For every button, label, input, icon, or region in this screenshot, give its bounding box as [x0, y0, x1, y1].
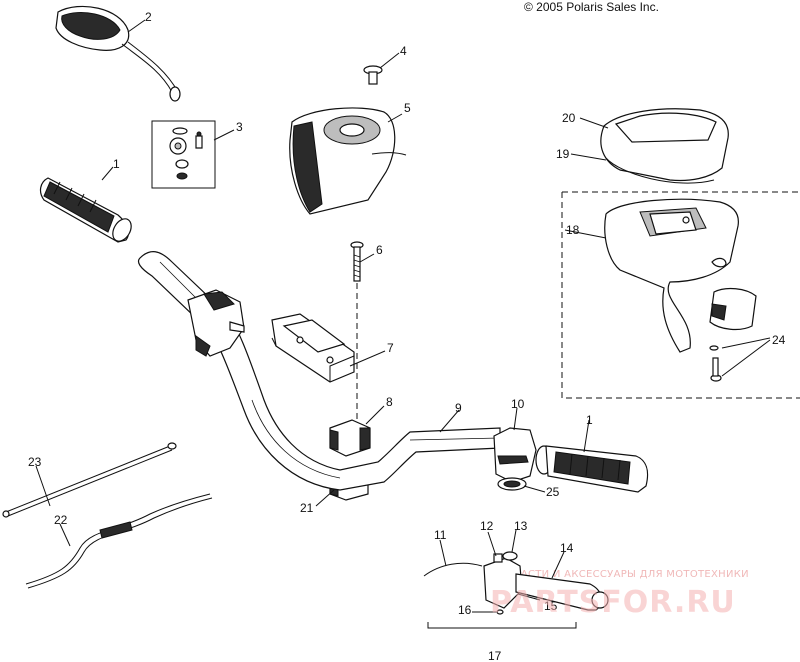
storage-lid [600, 108, 729, 184]
callout-25: 25 [546, 485, 560, 499]
callout-22: 22 [54, 513, 68, 527]
watermark-tagline: ЗАПЧАСТИ И АКСЕССУАРЫ ДЛЯ МОТОТЕХНИКИ [492, 569, 749, 580]
callout-11: 11 [434, 528, 447, 542]
watermark-logo: PARTSFOR.RU [490, 585, 736, 620]
callout-labels: 2 3 1 4 5 6 7 8 9 10 1 25 21 20 19 18 24… [28, 10, 786, 662]
upper-clamp [329, 419, 371, 457]
callout-20: 20 [562, 111, 576, 125]
callout-7: 7 [387, 341, 394, 355]
bracket [271, 313, 355, 383]
callout-15: 15 [544, 599, 558, 613]
callout-2: 2 [145, 10, 152, 24]
storage-box [604, 198, 739, 353]
retainer-hardware [709, 287, 757, 382]
right-grip [535, 445, 649, 493]
switch-housing [493, 427, 537, 491]
brake-lever-assembly [423, 551, 609, 615]
callout-9: 9 [455, 401, 462, 415]
callout-12: 12 [480, 519, 494, 533]
left-grip [39, 177, 132, 243]
storage-box-outline [561, 191, 800, 399]
callout-1b: 1 [586, 413, 593, 427]
callout-17: 17 [488, 649, 502, 662]
bolt [350, 241, 364, 420]
throttle-housing [187, 289, 245, 357]
callout-1a: 1 [113, 157, 120, 171]
callout-10: 10 [511, 397, 525, 411]
callout-14: 14 [560, 541, 574, 555]
callout-6: 6 [376, 243, 383, 257]
screw [363, 65, 383, 85]
callout-5: 5 [404, 101, 411, 115]
callout-13: 13 [514, 519, 528, 533]
callout-3: 3 [236, 120, 243, 134]
callout-19: 19 [556, 147, 570, 161]
hardware-kit-box [151, 120, 216, 189]
callout-24: 24 [772, 333, 786, 347]
brake-cable [25, 493, 213, 589]
callout-4: 4 [400, 44, 407, 58]
throttle-cable [2, 442, 177, 518]
assembly-bracket [427, 622, 577, 629]
headlight-pod [289, 107, 407, 215]
callout-23: 23 [28, 455, 42, 469]
copyright-text: © 2005 Polaris Sales Inc. [524, 0, 659, 14]
callout-21: 21 [300, 501, 314, 515]
leader-lines [35, 19, 771, 613]
callout-16: 16 [458, 603, 472, 617]
callout-8: 8 [386, 395, 393, 409]
mirror [55, 5, 181, 102]
callout-18: 18 [566, 223, 580, 237]
